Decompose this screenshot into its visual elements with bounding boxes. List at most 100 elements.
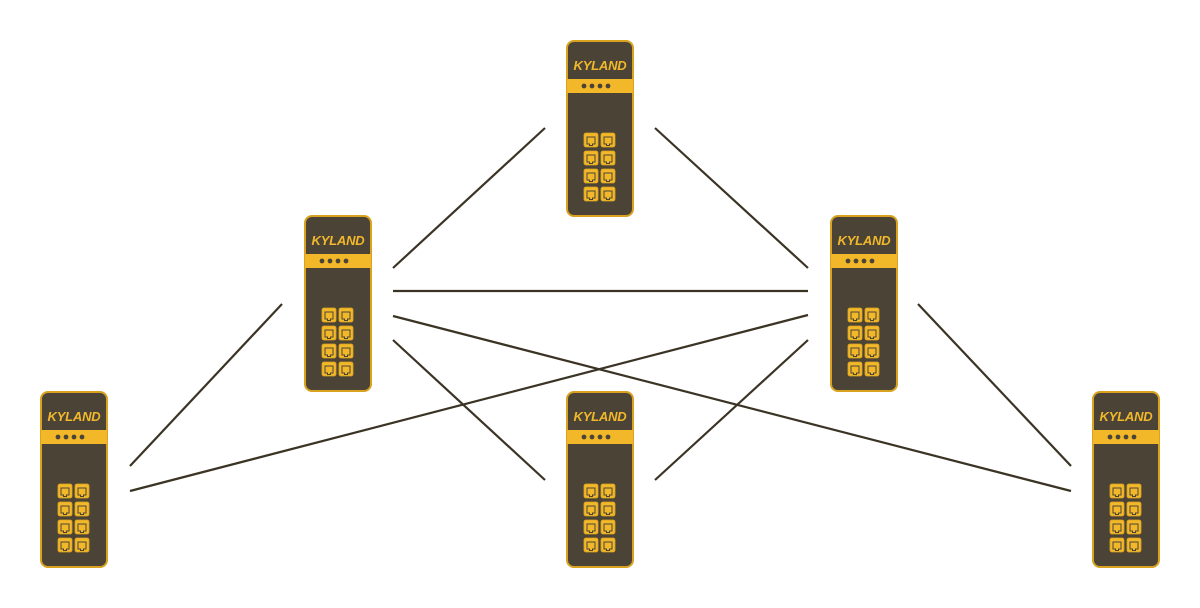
ethernet-port-icon (583, 186, 599, 202)
link-switch-mid-left-to-switch-bottom-center (392, 339, 546, 481)
ethernet-port-icon (74, 483, 90, 499)
ethernet-port-icon (1109, 483, 1125, 499)
ethernet-port-icon (338, 325, 354, 341)
status-led (343, 258, 349, 264)
ethernet-port-icon (338, 361, 354, 377)
ethernet-port-icon (600, 537, 616, 553)
status-led (589, 434, 595, 440)
ethernet-port-icon (600, 168, 616, 184)
ethernet-port-icon (864, 307, 880, 323)
ethernet-port-icon (600, 483, 616, 499)
ethernet-port-icon (1109, 519, 1125, 535)
ethernet-port-icon (338, 343, 354, 359)
ethernet-port-icon (864, 361, 880, 377)
status-led (71, 434, 77, 440)
link-switch-mid-right-to-switch-bottom-left (129, 313, 809, 493)
ethernet-port-icon (583, 168, 599, 184)
status-led (327, 258, 333, 264)
status-led (55, 434, 61, 440)
link-switch-mid-left-to-switch-bottom-left (129, 303, 283, 467)
ethernet-port-icon (583, 483, 599, 499)
ethernet-port-icon (57, 537, 73, 553)
status-led (581, 83, 587, 89)
status-led (853, 258, 859, 264)
ethernet-port-icon (583, 501, 599, 517)
link-switch-top-center-to-switch-mid-right (654, 127, 809, 269)
switch-mid-right[interactable]: KYLAND (830, 215, 898, 392)
ethernet-port-icon (1126, 537, 1142, 553)
ethernet-port-icon (1109, 501, 1125, 517)
status-led (597, 434, 603, 440)
ethernet-port-icon (1126, 519, 1142, 535)
status-led (1123, 434, 1129, 440)
ethernet-port-icon (600, 150, 616, 166)
ethernet-port-icon (583, 150, 599, 166)
ethernet-port-icon (583, 519, 599, 535)
status-led (1131, 434, 1137, 440)
industrial-switch-icon: KYLAND (830, 215, 898, 392)
ethernet-port-icon (57, 519, 73, 535)
industrial-switch-icon: KYLAND (566, 40, 634, 217)
ethernet-port-icon (600, 501, 616, 517)
switch-bottom-left[interactable]: KYLAND (40, 391, 108, 568)
status-led (79, 434, 85, 440)
ethernet-port-icon (847, 307, 863, 323)
ethernet-port-icon (583, 132, 599, 148)
ethernet-port-icon (57, 501, 73, 517)
ethernet-port-icon (74, 537, 90, 553)
link-switch-mid-left-to-switch-bottom-right (392, 314, 1072, 493)
status-led (869, 258, 875, 264)
link-switch-mid-left-to-switch-top-center (392, 127, 546, 269)
ethernet-port-icon (600, 519, 616, 535)
status-led (1107, 434, 1113, 440)
industrial-switch-icon: KYLAND (1092, 391, 1160, 568)
status-led (861, 258, 867, 264)
ethernet-port-icon (74, 519, 90, 535)
switch-top-center[interactable]: KYLAND (566, 40, 634, 217)
ethernet-port-icon (847, 325, 863, 341)
link-switch-mid-right-to-switch-bottom-center (654, 339, 809, 481)
industrial-switch-icon: KYLAND (40, 391, 108, 568)
status-led (597, 83, 603, 89)
status-led (605, 83, 611, 89)
ethernet-port-icon (864, 325, 880, 341)
ethernet-port-icon (338, 307, 354, 323)
brand-label: KYLAND (1100, 409, 1154, 424)
ethernet-port-icon (600, 132, 616, 148)
ethernet-port-icon (321, 307, 337, 323)
ethernet-port-icon (847, 343, 863, 359)
status-led (319, 258, 325, 264)
status-led (589, 83, 595, 89)
ethernet-port-icon (1126, 483, 1142, 499)
switch-bottom-right[interactable]: KYLAND (1092, 391, 1160, 568)
status-led (335, 258, 341, 264)
switch-bottom-center[interactable]: KYLAND (566, 391, 634, 568)
ethernet-port-icon (1126, 501, 1142, 517)
ethernet-port-icon (74, 501, 90, 517)
brand-label: KYLAND (312, 233, 366, 248)
ethernet-port-icon (1109, 537, 1125, 553)
brand-label: KYLAND (838, 233, 892, 248)
ethernet-port-icon (57, 483, 73, 499)
status-led (1115, 434, 1121, 440)
status-led (605, 434, 611, 440)
ethernet-port-icon (864, 343, 880, 359)
ethernet-port-icon (847, 361, 863, 377)
status-led (845, 258, 851, 264)
brand-label: KYLAND (574, 409, 628, 424)
industrial-switch-icon: KYLAND (566, 391, 634, 568)
brand-label: KYLAND (574, 58, 628, 73)
brand-label: KYLAND (48, 409, 102, 424)
ethernet-port-icon (583, 537, 599, 553)
ethernet-port-icon (321, 361, 337, 377)
industrial-switch-icon: KYLAND (304, 215, 372, 392)
links-layer (129, 127, 1072, 493)
status-led (63, 434, 69, 440)
ethernet-port-icon (321, 325, 337, 341)
link-switch-mid-right-to-switch-bottom-right (917, 303, 1072, 467)
ethernet-port-icon (600, 186, 616, 202)
switch-mid-left[interactable]: KYLAND (304, 215, 372, 392)
status-led (581, 434, 587, 440)
devices-layer: KYLAND KYLAND KYLAND KYLAND KYLAND KYLAND (40, 40, 1160, 568)
